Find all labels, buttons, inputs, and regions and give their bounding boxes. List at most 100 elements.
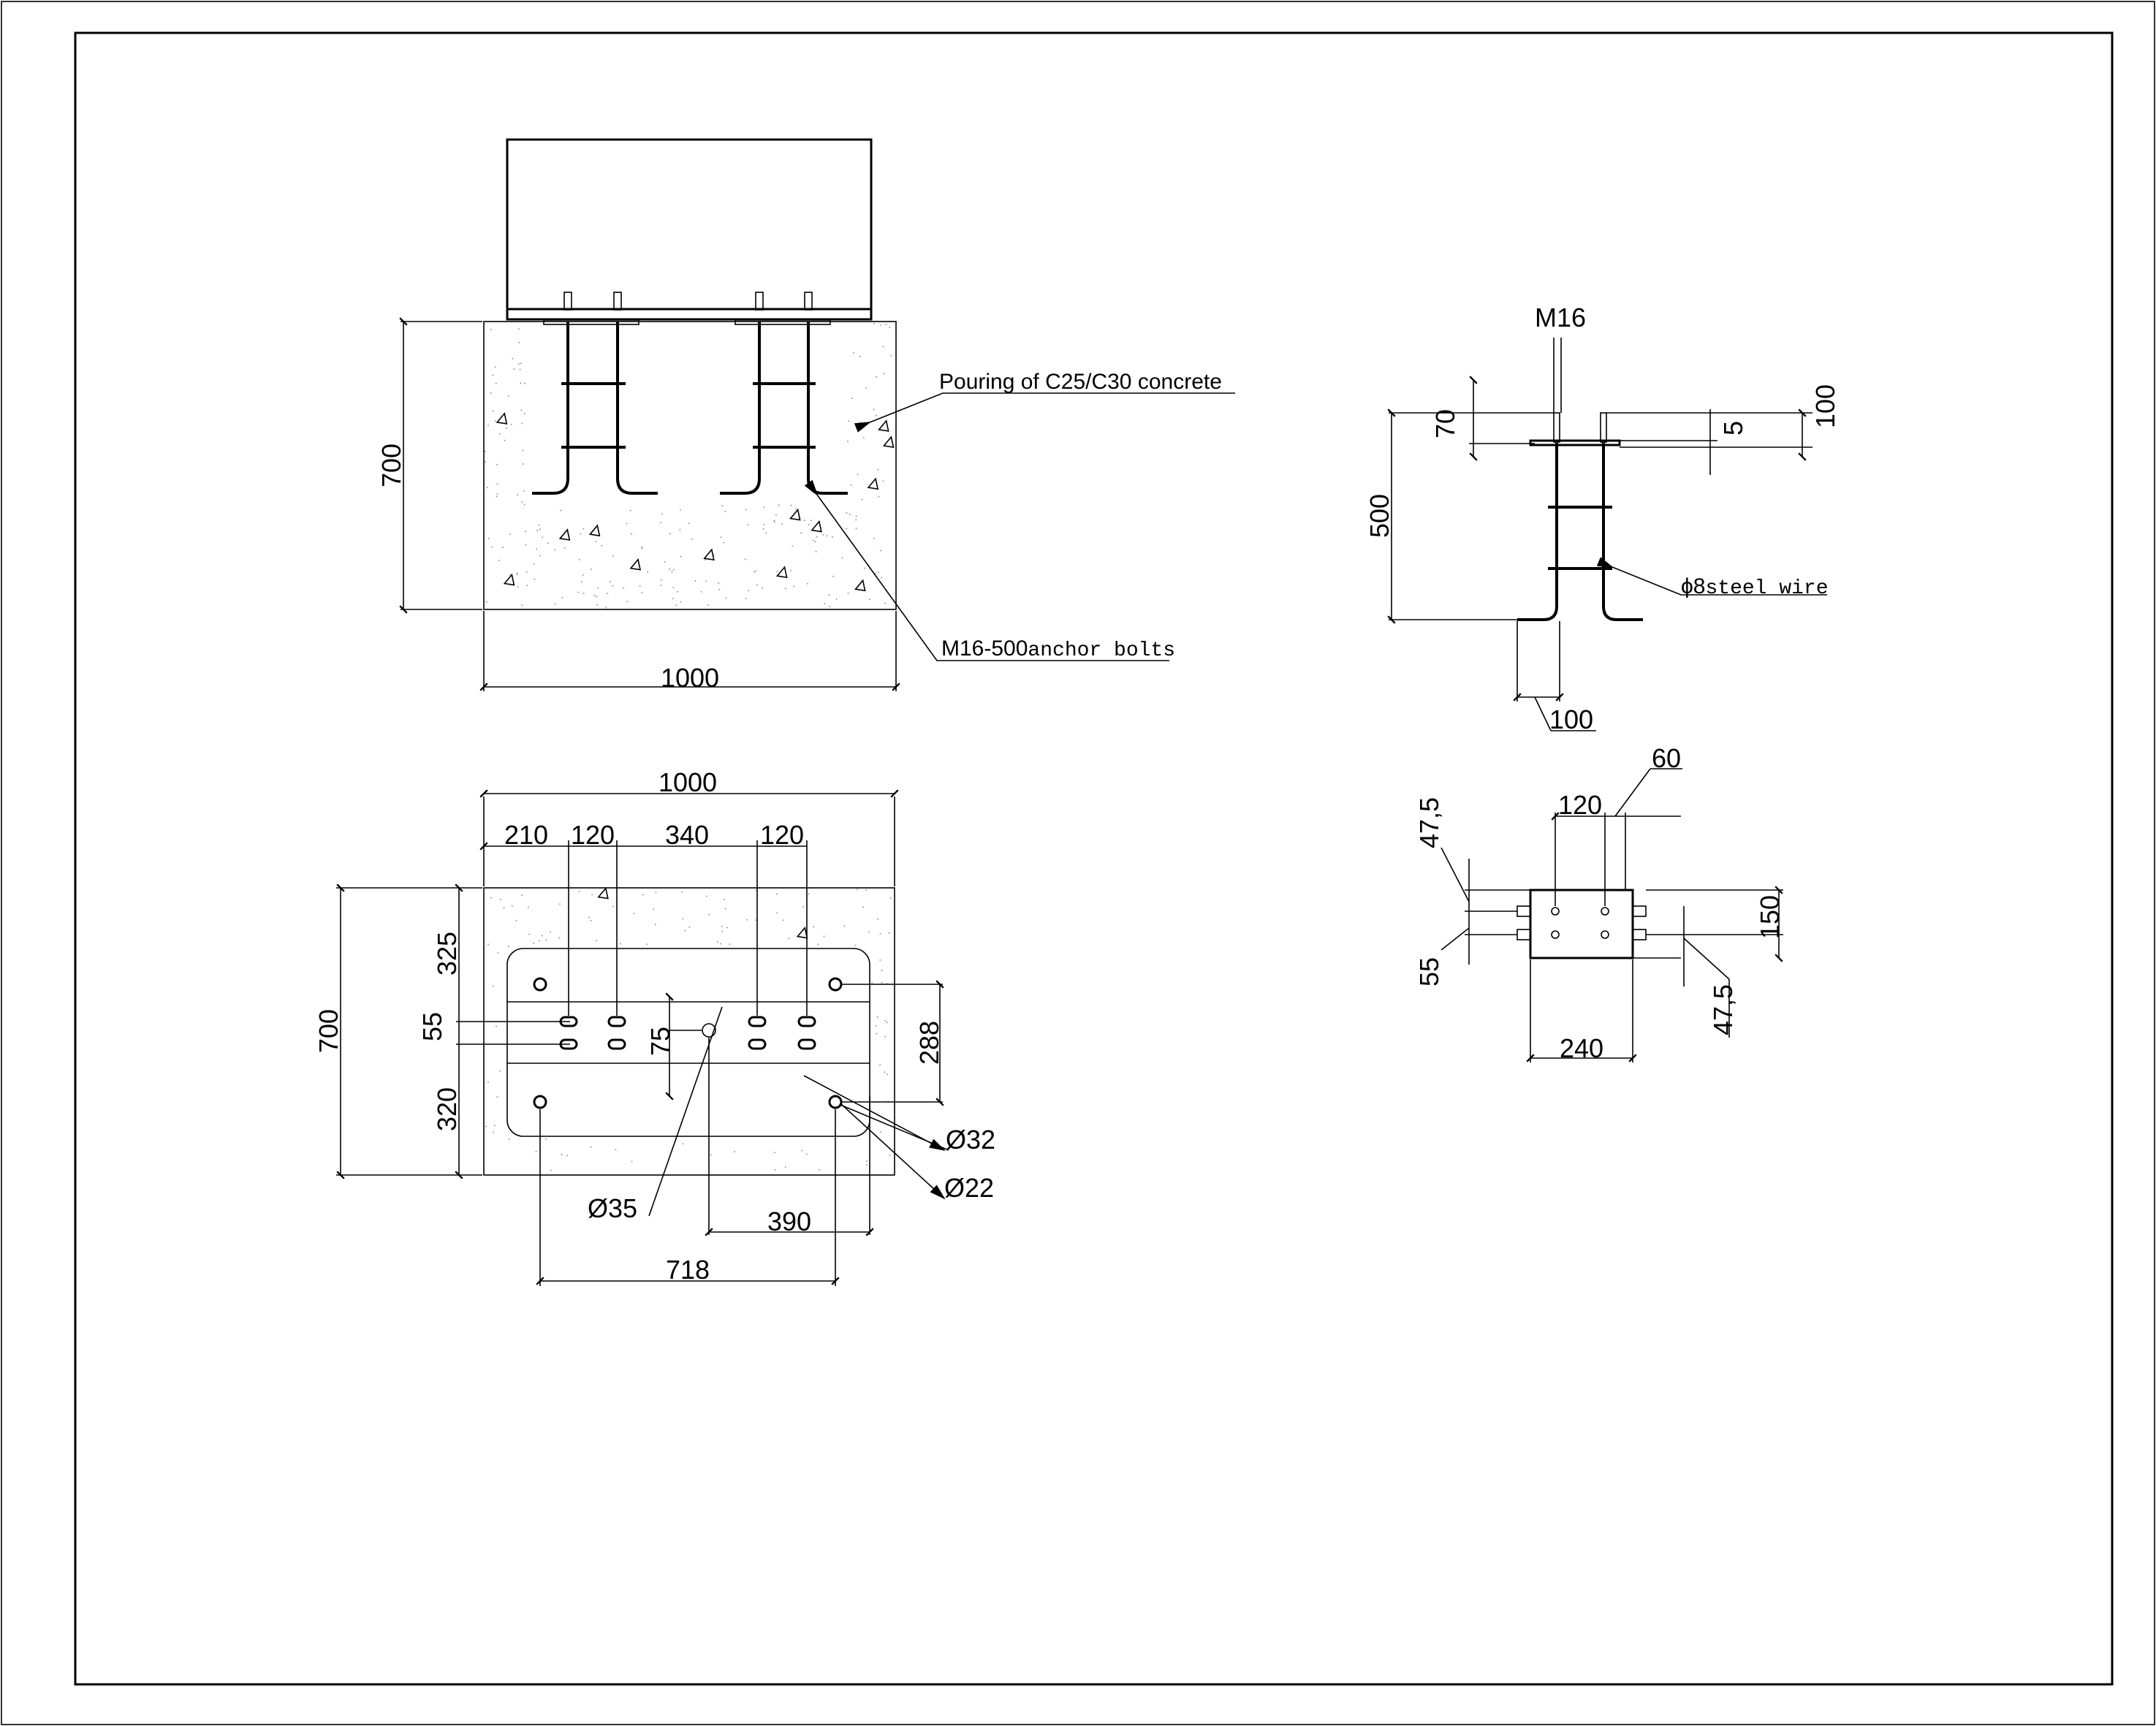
anchor-bolt-label: M16-500anchor bolts	[941, 636, 1175, 662]
dimension-100-top: 100	[1810, 384, 1840, 428]
concrete-speck	[523, 490, 525, 492]
concrete-speck	[682, 918, 684, 920]
concrete-speck	[653, 908, 655, 910]
concrete-speck	[580, 581, 582, 583]
concrete-speck	[846, 528, 848, 530]
aggregate-mark	[878, 419, 889, 432]
concrete-label: Pouring of C25/C30 concrete	[939, 370, 1222, 394]
concrete-speck	[803, 520, 805, 522]
aggregate-mark	[629, 558, 642, 571]
concrete-speck	[641, 546, 643, 548]
concrete-speck	[849, 514, 851, 516]
concrete-speck	[826, 535, 828, 537]
concrete-speck	[862, 437, 865, 439]
concrete-speck	[746, 919, 748, 921]
concrete-speck	[756, 584, 758, 586]
plan-height-dimension: 700	[314, 1009, 343, 1053]
concrete-speck	[509, 574, 511, 576]
aggregate-mark	[558, 528, 571, 541]
concrete-speck	[487, 1081, 489, 1083]
concrete-speck	[707, 604, 710, 607]
concrete-speck	[509, 533, 511, 536]
concrete-speck	[724, 908, 726, 910]
base-plate	[506, 308, 873, 321]
concrete-speck	[773, 520, 775, 522]
concrete-speck	[882, 480, 884, 482]
bolt-end	[1517, 929, 1531, 940]
concrete-speck	[646, 943, 648, 946]
concrete-speck	[626, 522, 628, 525]
concrete-speck	[812, 539, 814, 541]
concrete-speck	[782, 919, 784, 921]
concrete-speck	[511, 905, 513, 907]
plan-width-dimension: 1000	[658, 767, 717, 797]
concrete-speck	[868, 598, 870, 601]
concrete-speck	[679, 509, 681, 511]
thread-section	[1600, 412, 1607, 443]
concrete-speck	[493, 1125, 496, 1127]
concrete-speck	[560, 509, 561, 512]
concrete-speck	[641, 547, 643, 550]
concrete-speck	[725, 597, 727, 599]
concrete-speck	[660, 585, 662, 587]
aggregate-mark	[867, 477, 879, 490]
concrete-speck	[882, 346, 884, 348]
concrete-speck	[815, 550, 817, 552]
concrete-speck	[724, 510, 726, 512]
plate-dimension-47-5-top: 47,5	[1414, 797, 1444, 848]
concrete-speck	[762, 528, 764, 530]
plate-dimension-150: 150	[1755, 895, 1785, 939]
concrete-speck	[806, 582, 808, 585]
concrete-speck	[487, 943, 489, 946]
concrete-speck	[824, 602, 826, 604]
concrete-speck	[510, 423, 512, 425]
segment-210: 210	[504, 820, 548, 850]
concrete-speck	[816, 536, 818, 538]
concrete-speck	[502, 547, 504, 549]
concrete-speck	[672, 598, 674, 600]
concrete-speck	[524, 531, 526, 533]
concrete-speck	[671, 571, 673, 573]
bolt-slot	[797, 1038, 816, 1050]
concrete-speck	[539, 528, 542, 531]
concrete-speck	[626, 601, 629, 603]
concrete-speck	[800, 532, 802, 534]
concrete-speck	[805, 1153, 808, 1155]
concrete-speck	[879, 1131, 881, 1133]
drawing-frame	[74, 31, 2114, 1686]
concrete-speck	[718, 582, 720, 585]
concrete-speck	[688, 927, 691, 928]
concrete-speck	[843, 925, 846, 927]
concrete-speck	[823, 935, 825, 938]
concrete-speck	[496, 493, 498, 495]
concrete-speck	[582, 528, 585, 530]
concrete-speck	[814, 541, 816, 543]
aggregate-mark	[789, 508, 801, 521]
concrete-speck	[596, 604, 599, 606]
concrete-speck	[784, 1166, 786, 1168]
concrete-speck	[486, 601, 488, 603]
concrete-speck	[778, 504, 780, 506]
concrete-speck	[876, 1033, 878, 1035]
thread-section	[1553, 412, 1560, 443]
concrete-speck	[512, 357, 514, 360]
concrete-speck	[886, 1073, 888, 1076]
cabinet-footprint	[506, 948, 870, 1137]
dimension-55: 55	[417, 1012, 447, 1041]
concrete-speck	[623, 587, 625, 589]
dimension-325: 325	[432, 932, 462, 976]
concrete-speck	[745, 509, 747, 511]
concrete-speck	[723, 541, 725, 544]
concrete-speck	[494, 420, 496, 422]
concrete-speck	[881, 970, 883, 972]
concrete-speck	[688, 522, 690, 525]
concrete-speck	[539, 555, 541, 557]
concrete-speck	[884, 1071, 886, 1073]
concrete-speck	[829, 606, 831, 607]
concrete-speck	[494, 366, 496, 368]
concrete-speck	[889, 1155, 891, 1156]
dimension-390: 390	[767, 1206, 811, 1236]
concrete-speck	[541, 935, 543, 937]
concrete-texture	[485, 886, 892, 1171]
concrete-speck	[793, 585, 795, 588]
